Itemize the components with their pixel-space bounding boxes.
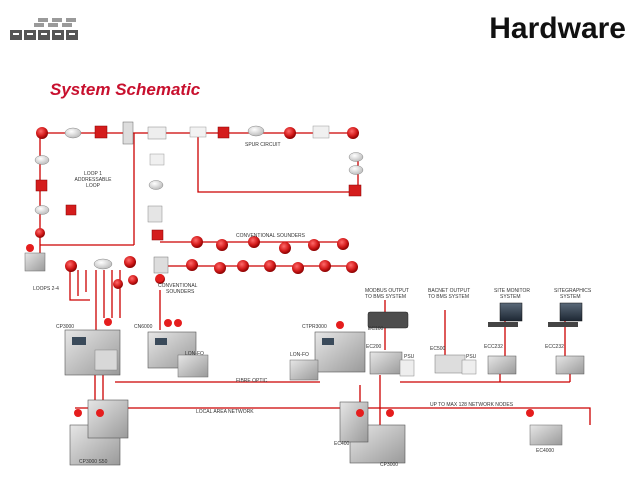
call-point [94,125,108,139]
label-ecc232-2: ECC232 [545,344,564,350]
label-lon-fo-2: LON-FO [290,352,309,358]
ecc232-unit-1 [487,355,517,375]
call-point-2 [217,126,230,139]
lon-fo-module-2 [289,359,319,381]
spur-detector [247,125,265,137]
label-psu-1: PSU [404,354,415,360]
site-monitor-computer [488,302,523,327]
label-ecc232-1: ECC232 [484,344,503,350]
label-ec500: EC500 [430,346,446,352]
label-cp3000: CP3000 [56,324,74,330]
loop-interface-box [24,252,46,272]
panel-cp3000 [64,329,121,376]
status-badges [26,244,534,417]
conventional-sounders-bottom [65,256,358,289]
label-lon-fo-1: LON-FO [185,351,204,357]
label-conv-sounders-top: CONVENTIONAL SOUNDERS [236,233,306,239]
spur-sounder-2 [347,127,359,139]
label-fibre-optic: FIBRE OPTIC [236,378,268,384]
ec500-unit [434,354,466,374]
lon-fo-module-1 [177,354,209,378]
page-subtitle: System Schematic [50,80,201,99]
label-ctpr3000: CTPR3000 [302,324,327,330]
detector-white [64,127,82,139]
label-loops: LOOPS 2-4 [33,286,59,292]
ec400-unit [339,401,369,443]
wiring [39,132,591,425]
interface-module [122,121,134,145]
ec200-unit [369,351,403,375]
label-ec100: EC100 [368,326,384,332]
page-title: Hardware [489,12,626,45]
module-device [189,126,207,138]
label-spur: SPUR CIRCUIT [245,142,281,148]
label-local-area-network: LOCAL AREA NETWORK [196,409,254,415]
label-cp3000-c: CP3000 [380,462,398,468]
sitegraphics-computer [548,302,583,327]
label-up-to-nodes: UP TO MAX 128 NETWORK NODES [430,402,514,408]
ec100-unit [367,311,409,329]
label-ec200: EC200 [366,344,382,350]
company-logo [8,18,88,44]
panel-ctpr3000 [314,331,366,373]
conventional-sounders-top [191,236,349,254]
psu-unit-1 [399,359,415,377]
spur-sounder [284,127,296,139]
label-psu-2: PSU [466,354,477,360]
detector-red [36,127,48,139]
label-cn6000: CN6000 [134,324,153,330]
label-ec4000: EC4000 [536,448,554,454]
loop-devices [34,121,364,241]
psu-unit-2 [461,359,477,375]
ecc232-unit-2 [555,355,585,375]
ec4000-unit [529,424,563,446]
label-ec400: EC400 [334,441,350,447]
isolator [147,126,167,140]
spur-module [312,125,330,139]
label-cp3000-sub: CP3000 S50 [79,459,108,465]
